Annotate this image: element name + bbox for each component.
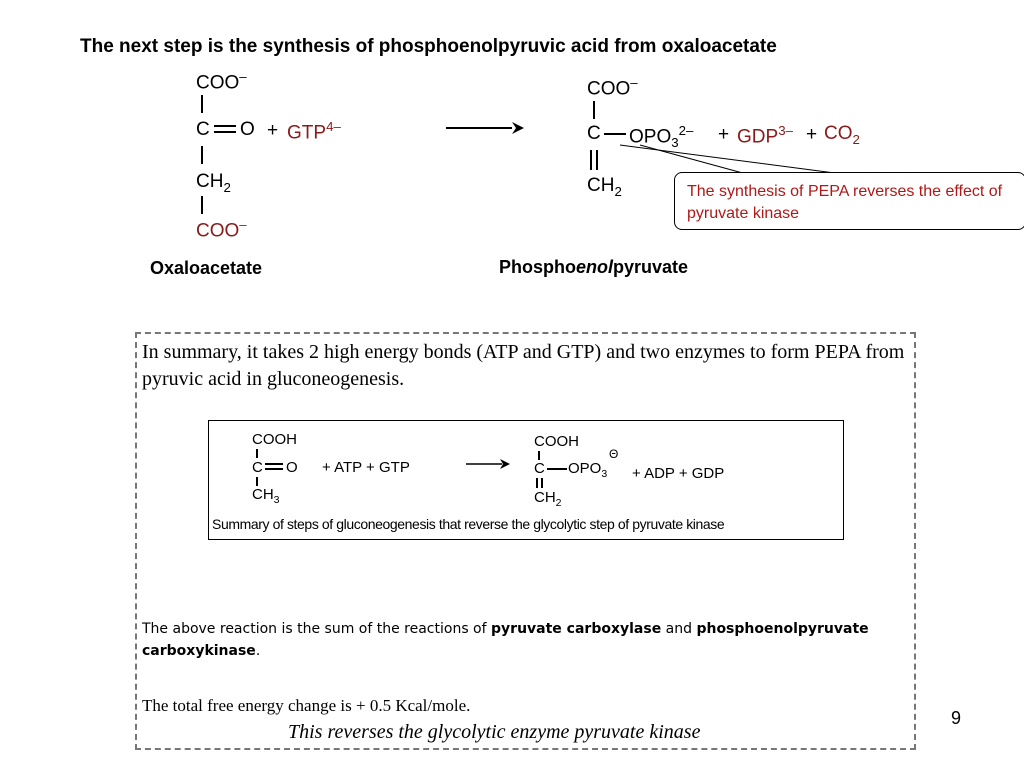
plus-sign: +: [718, 124, 730, 145]
reaction-arrow-icon: [446, 122, 524, 134]
callout-note: The synthesis of PEPA reverses the effec…: [674, 172, 1024, 230]
pep-c: C: [587, 123, 601, 144]
callout-pointer-icon: [619, 144, 851, 176]
pyruvate-cooh: COOH: [252, 431, 297, 448]
plus-sign: +: [267, 120, 279, 141]
summary-arrow-icon: [466, 459, 510, 469]
adp-gdp-products: + ADP + GDP: [632, 465, 725, 482]
double-bond-line: [214, 125, 236, 127]
co2-label: CO2: [824, 123, 860, 147]
atp-gtp-reactants: + ATP + GTP: [322, 459, 410, 476]
conclusion-text: This reverses the glycolytic enzyme pyru…: [288, 721, 701, 743]
plus-sign: +: [806, 124, 818, 145]
bond-line: [547, 468, 567, 470]
double-bond-line: [596, 150, 598, 170]
bond-line: [201, 146, 203, 164]
bond-line: [201, 95, 203, 113]
pep-opo3: OPO32–: [629, 123, 694, 151]
summary-reaction-box: [208, 420, 844, 540]
oxaloacetate-carbonyl-o: O: [240, 119, 255, 140]
oxaloacetate-label: Oxaloacetate: [150, 258, 263, 278]
gdp-label: GDP3–: [737, 123, 793, 148]
pyruvate-o: O: [286, 459, 298, 476]
bond-line: [201, 196, 203, 214]
double-bond-line: [265, 463, 283, 465]
page-number: 9: [951, 708, 962, 728]
double-bond-line: [541, 478, 543, 488]
bond-line: [604, 133, 626, 135]
sum-of-reactions-text: The above reaction is the sum of the rea…: [142, 621, 869, 659]
pyruvate-ch3: CH3: [252, 486, 280, 506]
double-bond-line: [265, 468, 283, 470]
summary-box: [135, 332, 916, 750]
gtp-label: GTP4–: [287, 119, 341, 144]
pyruvate-c: C: [252, 459, 263, 476]
negative-charge-icon: Θ: [609, 447, 619, 461]
summary-intro: In summary, it takes 2 high energy bonds…: [142, 341, 905, 390]
oxaloacetate-carbonyl-c: C: [196, 119, 210, 140]
summary-pep-cooh: COOH: [534, 433, 579, 450]
summary-pep-ch2: CH2: [534, 489, 562, 509]
pep-label: Phosphoenolpyruvate: [499, 257, 689, 277]
bond-line: [256, 449, 258, 458]
bond-line: [256, 477, 258, 486]
double-bond-line: [536, 478, 538, 488]
oxaloacetate-coo-top: COO–: [196, 69, 247, 94]
summary-reaction-caption: Summary of steps of gluconeogenesis that…: [212, 516, 725, 532]
double-bond-line: [214, 131, 236, 133]
summary-pep-opo3: OPO3: [568, 460, 608, 480]
slide-title: The next step is the synthesis of phosph…: [80, 36, 777, 57]
bond-line: [593, 101, 595, 119]
oxaloacetate-ch2: CH2: [196, 171, 231, 195]
pep-coo: COO–: [587, 75, 638, 100]
free-energy-text: The total free energy change is + 0.5 Kc…: [142, 696, 471, 715]
double-bond-line: [590, 150, 592, 170]
summary-pep-c: C: [534, 460, 545, 477]
pep-ch2: CH2: [587, 175, 622, 199]
oxaloacetate-coo-bottom: COO–: [196, 217, 247, 242]
bond-line: [538, 451, 540, 460]
